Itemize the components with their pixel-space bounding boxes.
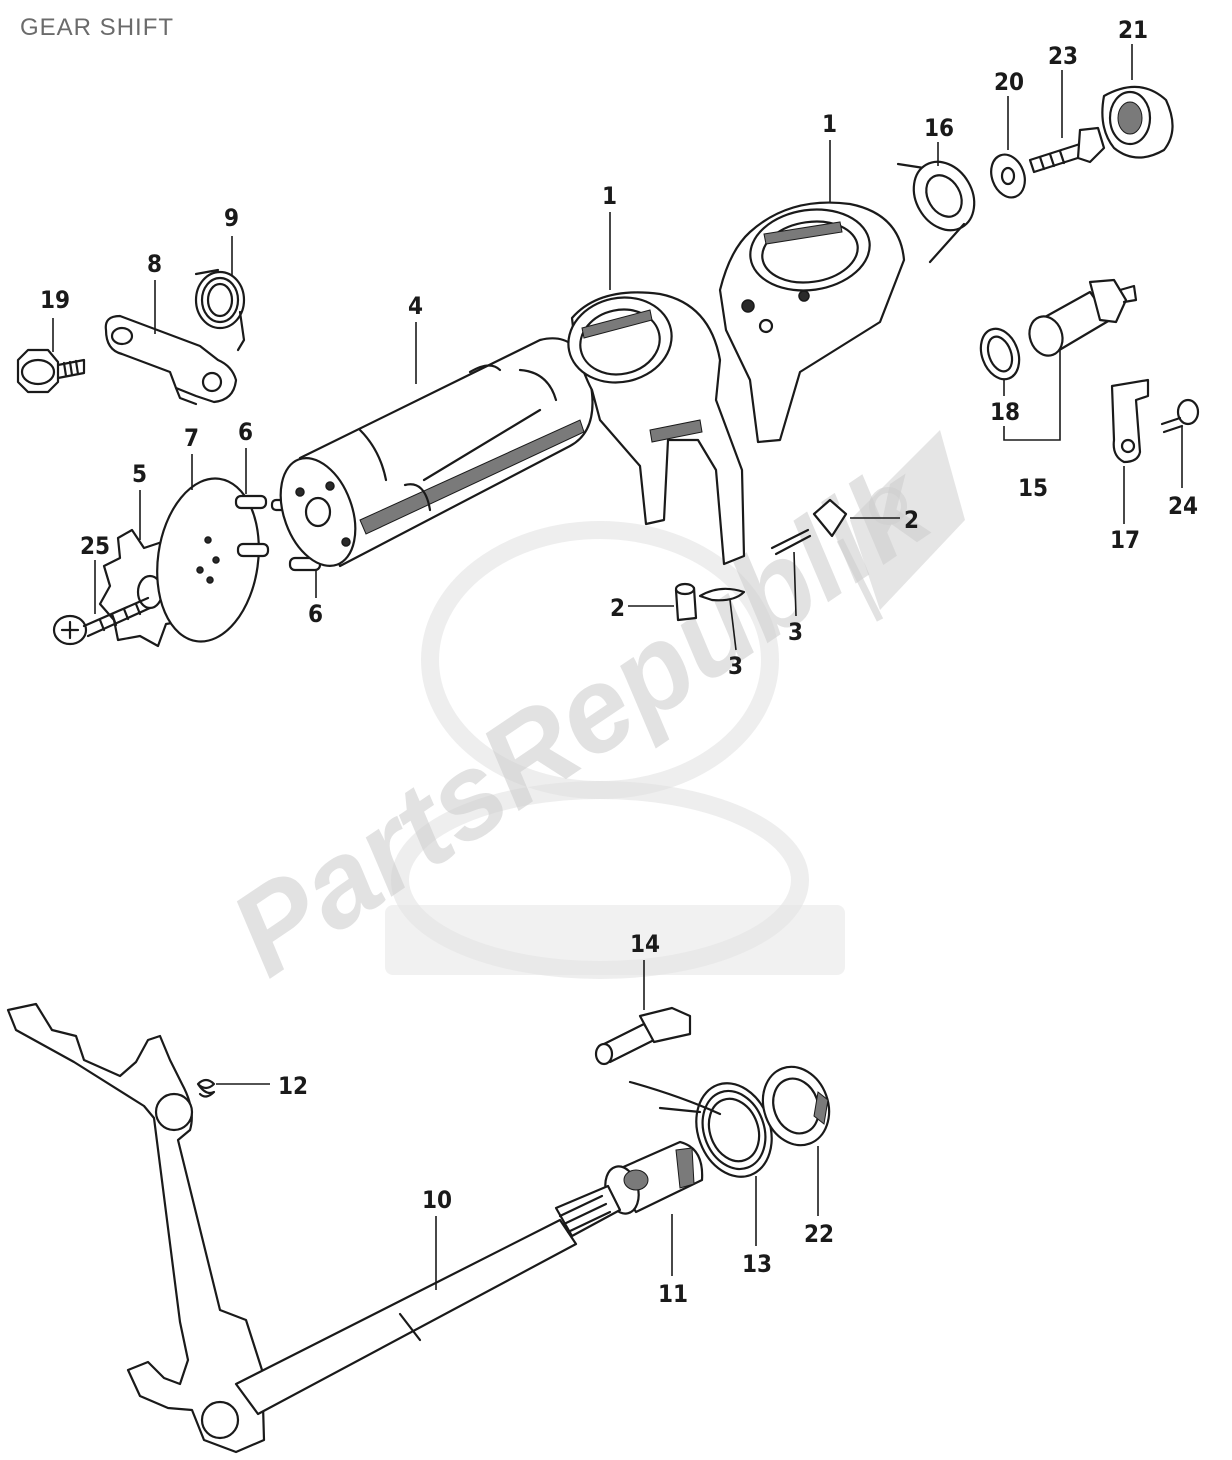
callout-2-upper: 2: [904, 506, 919, 534]
callout-5: 5: [132, 460, 147, 488]
part-8-stopper-arm: [104, 314, 238, 406]
callout-8: 8: [147, 250, 162, 278]
part-18-o-ring: [979, 327, 1021, 381]
callout-1-right: 1: [822, 110, 837, 138]
part-24-screw: [1160, 398, 1200, 434]
part-11-collar: [604, 1140, 704, 1215]
part-3-cotter-pin-lower: [698, 587, 746, 602]
callout-13: 13: [742, 1250, 772, 1278]
part-1-shift-fork-right: [718, 201, 906, 444]
callout-15: 15: [1018, 474, 1048, 502]
callout-21: 21: [1118, 16, 1148, 44]
watermark-emblem: [385, 430, 965, 979]
callout-10: 10: [422, 1186, 452, 1214]
part-3-cotter-pin-upper: [770, 528, 812, 556]
callout-14: 14: [630, 930, 660, 958]
callout-9: 9: [224, 204, 239, 232]
part-14-return-spring-pin: [594, 1006, 692, 1066]
part-25-screw: [52, 596, 152, 646]
part-6-pins-upper: [234, 494, 270, 558]
callout-23: 23: [1048, 42, 1078, 70]
callout-17: 17: [1110, 526, 1140, 554]
part-4-shift-drum: [279, 337, 594, 568]
callout-6-lower: 6: [308, 600, 323, 628]
callout-20: 20: [994, 68, 1024, 96]
callout-22: 22: [804, 1220, 834, 1248]
callout-6-upper: 6: [238, 418, 253, 446]
part-17-wire-clamp: [1110, 378, 1150, 464]
callout-12: 12: [278, 1072, 308, 1100]
callout-1-center: 1: [602, 182, 617, 210]
callout-4: 4: [408, 292, 423, 320]
callout-labels: 19 8 9 5 7 6 6 25 4 1 1 16 20 23 21 18 1…: [40, 16, 1198, 1308]
part-2-guide-pin-upper: [812, 498, 848, 538]
callout-7: 7: [184, 424, 199, 452]
part-20-washer: [990, 153, 1026, 199]
callout-3-upper: 3: [788, 618, 803, 646]
callout-16: 16: [924, 114, 954, 142]
part-9-stopper-spring: [194, 268, 246, 352]
part-10-gearshift-spindle: [6, 1002, 622, 1454]
part-2-guide-pin-lower: [674, 582, 698, 622]
part-7-shift-drum-plate: [156, 477, 260, 643]
part-19-flange-bolt: [16, 348, 86, 394]
callout-11: 11: [658, 1280, 688, 1308]
callout-25: 25: [80, 532, 110, 560]
part-23-bolt: [1028, 126, 1106, 174]
leader-lines: [52, 44, 1183, 1290]
callout-18: 18: [990, 398, 1020, 426]
callout-3-lower: 3: [728, 652, 743, 680]
part-16-stopper-spring-plate: [896, 160, 976, 264]
part-15-neutral-switch: [1028, 278, 1138, 357]
page-title: GEAR SHIFT: [20, 14, 175, 41]
callout-19: 19: [40, 286, 70, 314]
callout-2-lower: 2: [610, 594, 625, 622]
callout-24: 24: [1168, 492, 1198, 520]
part-1-shift-fork-center: [567, 291, 746, 566]
part-21-cap: [1101, 85, 1174, 159]
part-22-oil-seal: [761, 1065, 831, 1147]
part-12-spring: [196, 1078, 216, 1098]
